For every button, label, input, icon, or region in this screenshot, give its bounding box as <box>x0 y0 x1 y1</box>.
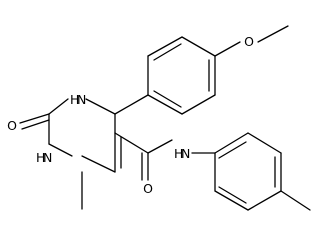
ring-nh-lower-h: H <box>36 150 45 165</box>
bond <box>48 98 69 115</box>
bond <box>153 43 182 61</box>
carboxamide-group: O H N <box>114 132 216 196</box>
bond <box>214 41 241 57</box>
bond <box>257 25 289 43</box>
bond <box>218 186 247 204</box>
bond <box>21 119 50 130</box>
amide-nh-h: H <box>174 146 183 161</box>
ring-nh-upper-h: H <box>70 92 79 107</box>
ring-nh-upper-n: N <box>77 92 86 107</box>
tolyl-ring <box>214 132 311 211</box>
carbonyl-oxygen-label: O <box>7 118 17 133</box>
methoxy-oxygen-label: O <box>244 34 254 49</box>
bond <box>247 190 282 211</box>
amide-nh-n: N <box>181 146 190 161</box>
bond <box>48 143 73 157</box>
bond <box>153 90 182 108</box>
bond <box>81 155 116 173</box>
bond <box>19 113 50 124</box>
methoxy-group: O <box>214 25 289 57</box>
bond <box>147 94 183 115</box>
bond <box>247 132 282 154</box>
urea-carbonyl: O <box>7 113 50 133</box>
amide-oxygen-label: O <box>143 181 153 196</box>
pyrimidinone-ring: H N H N <box>36 92 149 173</box>
bond <box>147 36 183 57</box>
ring-nh-lower-n: N <box>43 150 52 165</box>
bond <box>280 190 311 211</box>
bond <box>85 98 116 115</box>
bond <box>181 36 216 57</box>
bond <box>218 141 247 159</box>
methoxyphenyl-ring <box>147 36 216 115</box>
bond <box>147 139 173 154</box>
bond <box>214 190 249 211</box>
bond <box>114 132 149 154</box>
bond <box>181 94 216 115</box>
bond <box>214 132 249 154</box>
bond <box>114 94 149 115</box>
